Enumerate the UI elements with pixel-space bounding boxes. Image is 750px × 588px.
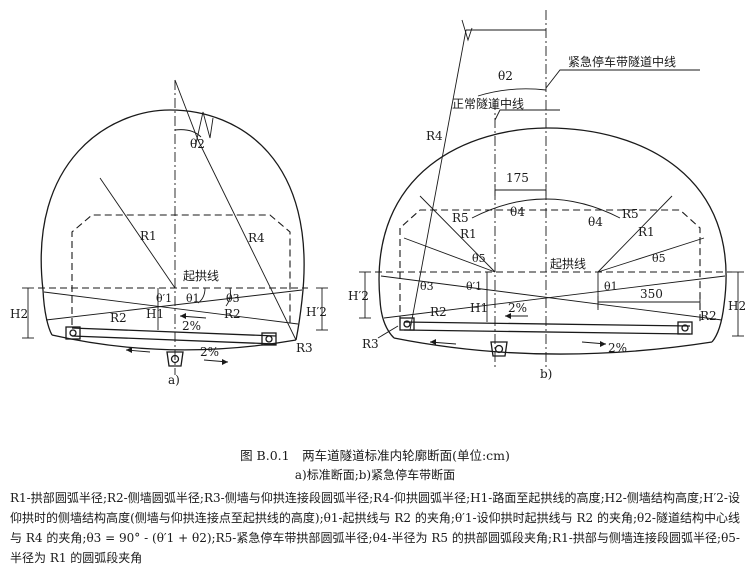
- b-label-R2-left: R2: [430, 305, 447, 319]
- a-label-theta3: θ3: [226, 292, 240, 305]
- a-road-surface-lower: [71, 335, 277, 345]
- b-outer-lining: [378, 127, 727, 343]
- b-label-R3: R3: [362, 337, 379, 351]
- figure-title: 图 B.0.1 两车道隧道标准内轮廓断面(单位:cm): [240, 448, 510, 463]
- b-R1-ray-right: [597, 237, 705, 273]
- figure-caption: 图 B.0.1 两车道隧道标准内轮廓断面(单位:cm) a)标准断面;b)紧急停…: [0, 446, 750, 484]
- a-label-H1: H1: [146, 307, 164, 321]
- a-label-spring-line: 起拱线: [183, 269, 219, 283]
- b-label-tag: b): [540, 367, 552, 381]
- a-R1-ray: [99, 177, 176, 289]
- a-label-tag: a): [168, 373, 180, 387]
- figure-legend: R1-拱部圆弧半径;R2-侧墙圆弧半径;R3-侧墙与仰拱连接段圆弧半径;R4-仰…: [10, 491, 740, 565]
- a-outer-lining: [40, 109, 305, 341]
- a-label-H2p: H′2: [306, 305, 327, 319]
- b-invert: [393, 337, 713, 355]
- b-road-surface-lower: [403, 329, 691, 335]
- b-label-spring-line: 起拱线: [550, 257, 586, 271]
- b-label-theta5-right: θ5: [652, 252, 666, 265]
- b-label-H2p: H′2: [348, 289, 369, 303]
- b-label-slope-lower: 2%: [608, 341, 627, 355]
- b-label-emergency-centerline: 紧急停车带隧道中线: [568, 54, 676, 69]
- panel-b-emergency-section: 紧急停车带隧道中线 θ2 正常隧道中线 R4 175 θ4 θ4 R5 R5 R…: [348, 10, 746, 381]
- b-label-R5-right: R5: [622, 207, 639, 221]
- tunnel-section-drawing: θ2 R1 R4 起拱线 θ′1 θ1 θ3 R2 R2 H1 2% H2 H′…: [10, 10, 746, 387]
- a-label-R2-right: R2: [224, 307, 241, 321]
- a-center-drain: [166, 351, 184, 367]
- b-theta2-arc: [477, 88, 547, 97]
- a-road-surface: [71, 327, 277, 337]
- a-R4-ray: [197, 139, 297, 341]
- b-leader-emergency: [545, 69, 700, 89]
- a-theta2-arc: [174, 129, 202, 138]
- b-label-theta5-left: θ5: [472, 252, 486, 265]
- b-label-theta1p: θ′1: [466, 280, 482, 293]
- b-leader-normal: [494, 109, 560, 121]
- b-label-350: 350: [640, 287, 663, 301]
- b-theta4-arc: [471, 198, 621, 219]
- a-label-R1: R1: [140, 229, 157, 243]
- b-label-theta4-right: θ4: [588, 215, 603, 229]
- b-label-slope-upper: 2%: [508, 301, 527, 315]
- a-drain-left: [65, 326, 81, 340]
- a-drain-right: [261, 332, 277, 346]
- a-label-R2-left: R2: [110, 311, 127, 325]
- a-clearance-envelope: [71, 214, 291, 325]
- b-drain-right: [677, 321, 693, 335]
- a-label-theta1p: θ′1: [156, 292, 172, 305]
- b-label-H2: H2: [728, 299, 746, 313]
- b-label-R1-right: R1: [638, 225, 655, 239]
- b-label-R1-left: R1: [460, 227, 477, 241]
- a-R2-ray-right: [43, 291, 299, 325]
- a-left-lower-wall: [42, 289, 53, 336]
- b-label-theta4: θ4: [510, 205, 525, 219]
- a-label-theta2: θ2: [190, 137, 205, 151]
- b-label-normal-centerline: 正常隧道中线: [452, 96, 524, 111]
- b-R1-ray-left: [403, 237, 496, 273]
- a-R2-ray-left: [45, 289, 303, 321]
- b-R2-ray-right: [380, 275, 723, 321]
- b-label-R5-left: R5: [452, 211, 469, 225]
- panel-a-standard-section: θ2 R1 R4 起拱线 θ′1 θ1 θ3 R2 R2 H1 2% H2 H′…: [10, 79, 328, 387]
- b-label-R4: R4: [426, 129, 443, 143]
- b-left-lower-wall: [379, 299, 395, 339]
- b-label-theta1: θ1: [604, 280, 618, 293]
- b-R2-ray-left: [383, 275, 726, 319]
- b-clearance-envelope: [399, 209, 701, 323]
- a-label-theta1: θ1: [186, 292, 200, 305]
- b-label-175: 175: [506, 171, 529, 185]
- b-label-theta2: θ2: [498, 69, 513, 83]
- a-label-slope-upper: 2%: [182, 319, 201, 333]
- a-label-R3: R3: [296, 341, 313, 355]
- b-road-surface: [403, 321, 691, 327]
- b-center-drain: [490, 341, 508, 357]
- b-label-H1: H1: [470, 301, 488, 315]
- b-drain-left: [399, 317, 415, 331]
- a-break-mark: [194, 111, 214, 149]
- b-break-mark: [461, 19, 473, 42]
- b-R5-ray-right: [597, 195, 673, 273]
- a-theta2-ray: [174, 79, 199, 141]
- figure-subtitle: a)标准断面;b)紧急停车带断面: [294, 468, 456, 482]
- a-label-slope-lower: 2%: [200, 345, 219, 359]
- b-label-R2-right: R2: [700, 309, 717, 323]
- b-R5-ray-left: [419, 195, 496, 273]
- b-label-theta3: θ3: [420, 280, 434, 293]
- a-label-H2: H2: [10, 307, 28, 321]
- b-R4-ray: [409, 29, 467, 331]
- a-label-R4: R4: [248, 231, 265, 245]
